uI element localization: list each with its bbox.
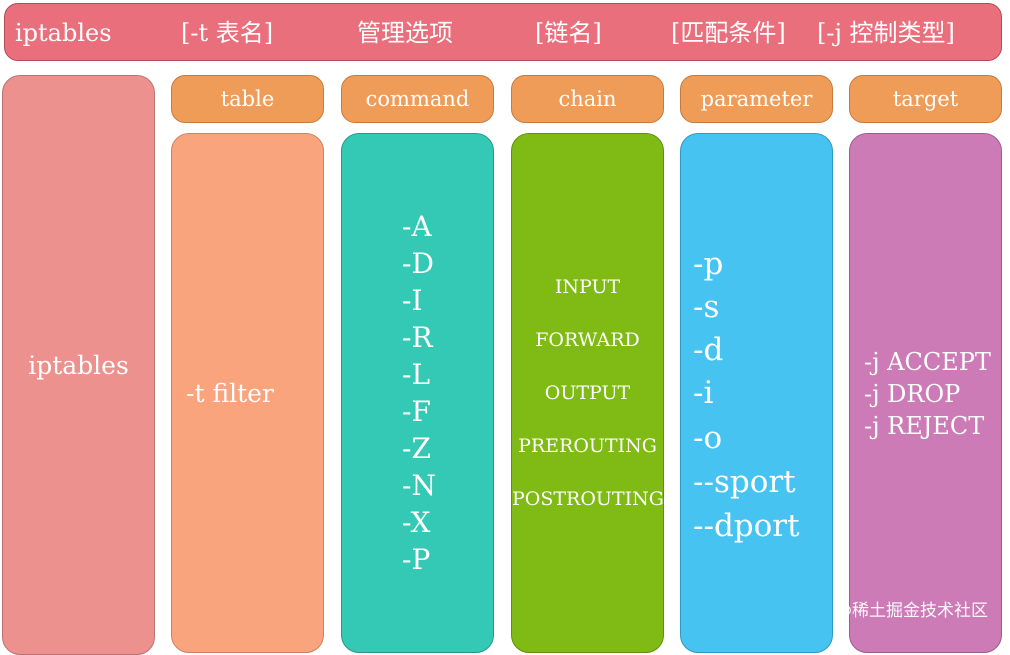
column-iptables: iptables — [2, 75, 155, 655]
header-command: command — [341, 75, 494, 123]
banner-target-part: [-j 控制类型] — [817, 19, 955, 47]
header-parameter: parameter — [680, 75, 833, 123]
command-item: -L — [402, 358, 431, 391]
banner-command-name: iptables — [15, 19, 112, 47]
parameter-item: --dport — [693, 508, 800, 544]
column-parameter: -p -s -d -i -o --sport --dport — [680, 133, 833, 653]
command-item: -D — [402, 247, 434, 280]
column-command: -A -D -I -R -L -F -Z -N -X -P — [341, 133, 494, 653]
target-item: -j DROP — [864, 380, 961, 408]
banner-match-part: [匹配条件] — [671, 19, 786, 47]
target-item: -j REJECT — [864, 412, 985, 440]
command-item: -Z — [402, 432, 431, 465]
command-item: -R — [402, 321, 433, 354]
header-target-label: target — [892, 87, 959, 111]
column-target: -j ACCEPT -j DROP -j REJECT — [849, 133, 1002, 653]
header-chain: chain — [511, 75, 664, 123]
command-item: -F — [402, 395, 431, 428]
chain-item: FORWARD — [535, 329, 640, 351]
chain-item: POSTROUTING — [512, 488, 664, 510]
banner-chain-part: [链名] — [535, 19, 602, 47]
chain-item: INPUT — [554, 276, 621, 298]
banner-command-part: 管理选项 — [357, 19, 453, 47]
command-item: -N — [402, 469, 436, 502]
parameter-item: -i — [693, 375, 714, 411]
parameter-item: -o — [693, 420, 723, 456]
column-iptables-label: iptables — [28, 350, 129, 380]
parameter-item: -s — [693, 289, 720, 325]
column-table: -t filter — [171, 133, 324, 653]
command-item: -P — [402, 543, 431, 576]
parameter-item: -p — [693, 246, 724, 282]
header-target: target — [849, 75, 1002, 123]
target-item: -j ACCEPT — [864, 348, 991, 376]
chain-item: PREROUTING — [518, 435, 657, 457]
command-item: -X — [402, 506, 431, 539]
parameter-item: -d — [693, 332, 724, 368]
table-item: -t filter — [186, 379, 274, 408]
parameter-item: --sport — [693, 464, 796, 500]
banner-table-part: [-t 表名] — [181, 19, 274, 47]
header-table-label: table — [220, 87, 275, 111]
header-parameter-label: parameter — [700, 87, 813, 111]
chain-item: OUTPUT — [544, 382, 631, 404]
syntax-banner: iptables [-t 表名] 管理选项 [链名] [匹配条件] [-j 控制… — [4, 3, 1002, 61]
command-item: -A — [402, 210, 432, 243]
header-table: table — [171, 75, 324, 123]
header-command-label: command — [365, 87, 470, 111]
watermark: @稀土掘金技术社区 — [835, 601, 988, 621]
command-item: -I — [402, 284, 423, 317]
column-chain: INPUT FORWARD OUTPUT PREROUTING POSTROUT… — [511, 133, 664, 653]
header-chain-label: chain — [558, 87, 617, 111]
